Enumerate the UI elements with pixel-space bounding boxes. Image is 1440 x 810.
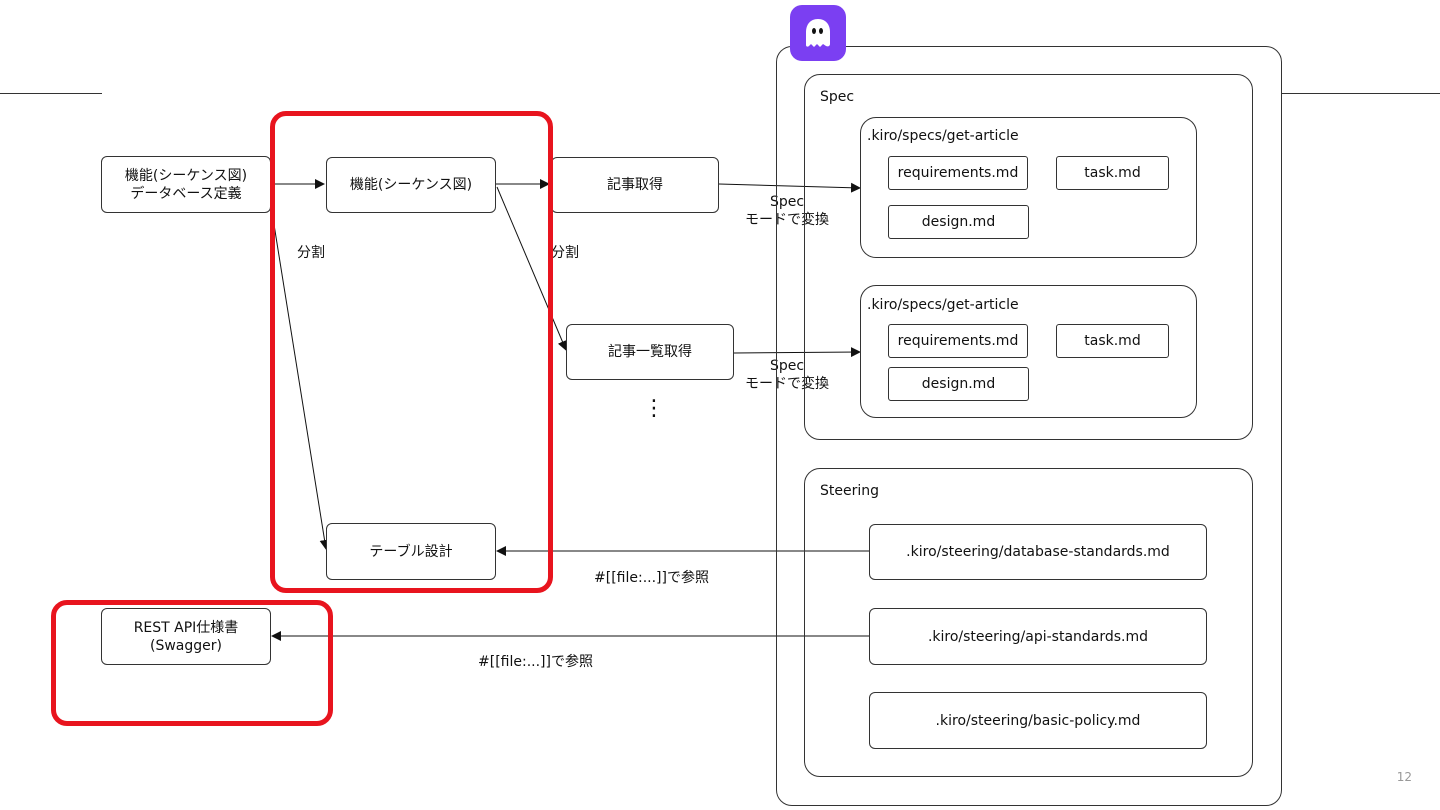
rest-api-box: REST API仕様書 (Swagger) — [101, 608, 271, 665]
table-design-box: テーブル設計 — [326, 523, 496, 580]
spec-mode-label-1: Spec モードで変換 — [732, 193, 842, 229]
steering-file-api: .kiro/steering/api-standards.md — [869, 608, 1207, 665]
get-article-box: 記事取得 — [551, 157, 719, 213]
steering-file-api-label: .kiro/steering/api-standards.md — [927, 628, 1149, 645]
title-divider-right — [1282, 93, 1440, 94]
steering-file-basic-policy: .kiro/steering/basic-policy.md — [869, 692, 1207, 749]
arrow-source-to-table — [271, 211, 330, 550]
spec-folder-1-requirements: requirements.md — [888, 156, 1028, 190]
source-box-line1: 機能(シーケンス図) — [124, 167, 248, 184]
ellipsis: ⋮ — [643, 396, 665, 421]
title-divider-left — [0, 93, 102, 94]
table-design-label: テーブル設計 — [369, 543, 453, 560]
ref-label-2: #[[file:...]]で参照 — [478, 654, 593, 670]
arrow-list-to-spec — [733, 347, 861, 358]
feature-box: 機能(シーケンス図) — [326, 157, 496, 213]
spec-mode-1-line2: モードで変換 — [745, 212, 829, 228]
spec-section-title: Spec — [820, 89, 855, 105]
arrow-get-article-to-spec — [718, 182, 861, 193]
kiro-container — [776, 46, 1282, 806]
spec-folder-2-design: design.md — [888, 367, 1029, 401]
spec-mode-2-line1: Spec — [769, 358, 805, 374]
rest-api-line2: (Swagger) — [150, 637, 222, 654]
ghost-icon — [790, 5, 846, 61]
spec-mode-1-line1: Spec — [769, 194, 805, 210]
spec-section — [804, 74, 1253, 440]
get-article-label: 記事取得 — [607, 177, 663, 193]
spec-folder-1-task: task.md — [1056, 156, 1169, 190]
source-box: 機能(シーケンス図) データベース定義 — [101, 156, 271, 213]
spec-folder-2-design-label: design.md — [921, 376, 996, 392]
spec-mode-2-line2: モードで変換 — [745, 376, 829, 392]
spec-folder-2-task: task.md — [1056, 324, 1169, 358]
spec-mode-label-2: Spec モードで変換 — [732, 357, 842, 393]
spec-folder-1-path: .kiro/specs/get-article — [867, 128, 1019, 144]
ref-label-1: #[[file:...]]で参照 — [594, 570, 709, 586]
steering-file-basic-policy-label: .kiro/steering/basic-policy.md — [935, 712, 1141, 729]
page-number: 12 — [1396, 770, 1412, 784]
spec-folder-2-requirements-label: requirements.md — [897, 333, 1019, 349]
highlight-frame-rest-api — [51, 600, 333, 726]
feature-box-label: 機能(シーケンス図) — [349, 177, 473, 193]
spec-folder-1-requirements-label: requirements.md — [897, 165, 1019, 181]
spec-folder-2 — [860, 285, 1197, 418]
spec-folder-2-path: .kiro/specs/get-article — [867, 297, 1019, 313]
split-label-1: 分割 — [297, 245, 325, 261]
spec-folder-1-design: design.md — [888, 205, 1029, 239]
arrow-feature-to-list — [496, 186, 568, 351]
steering-section — [804, 468, 1253, 777]
source-box-line2: データベース定義 — [130, 185, 242, 202]
highlight-frame-feature — [270, 111, 553, 593]
get-article-list-label: 記事一覧取得 — [608, 344, 692, 360]
steering-section-title: Steering — [820, 483, 880, 499]
steering-file-database-label: .kiro/steering/database-standards.md — [906, 544, 1170, 560]
spec-folder-2-task-label: task.md — [1084, 333, 1141, 349]
get-article-list-box: 記事一覧取得 — [566, 324, 734, 380]
rest-api-line1: REST API仕様書 — [133, 619, 239, 636]
split-label-2: 分割 — [551, 245, 579, 261]
spec-folder-2-requirements: requirements.md — [888, 324, 1028, 358]
steering-file-database: .kiro/steering/database-standards.md — [869, 524, 1207, 580]
spec-folder-1-task-label: task.md — [1084, 165, 1141, 181]
spec-folder-1-design-label: design.md — [921, 214, 996, 230]
spec-folder-1 — [860, 117, 1197, 258]
